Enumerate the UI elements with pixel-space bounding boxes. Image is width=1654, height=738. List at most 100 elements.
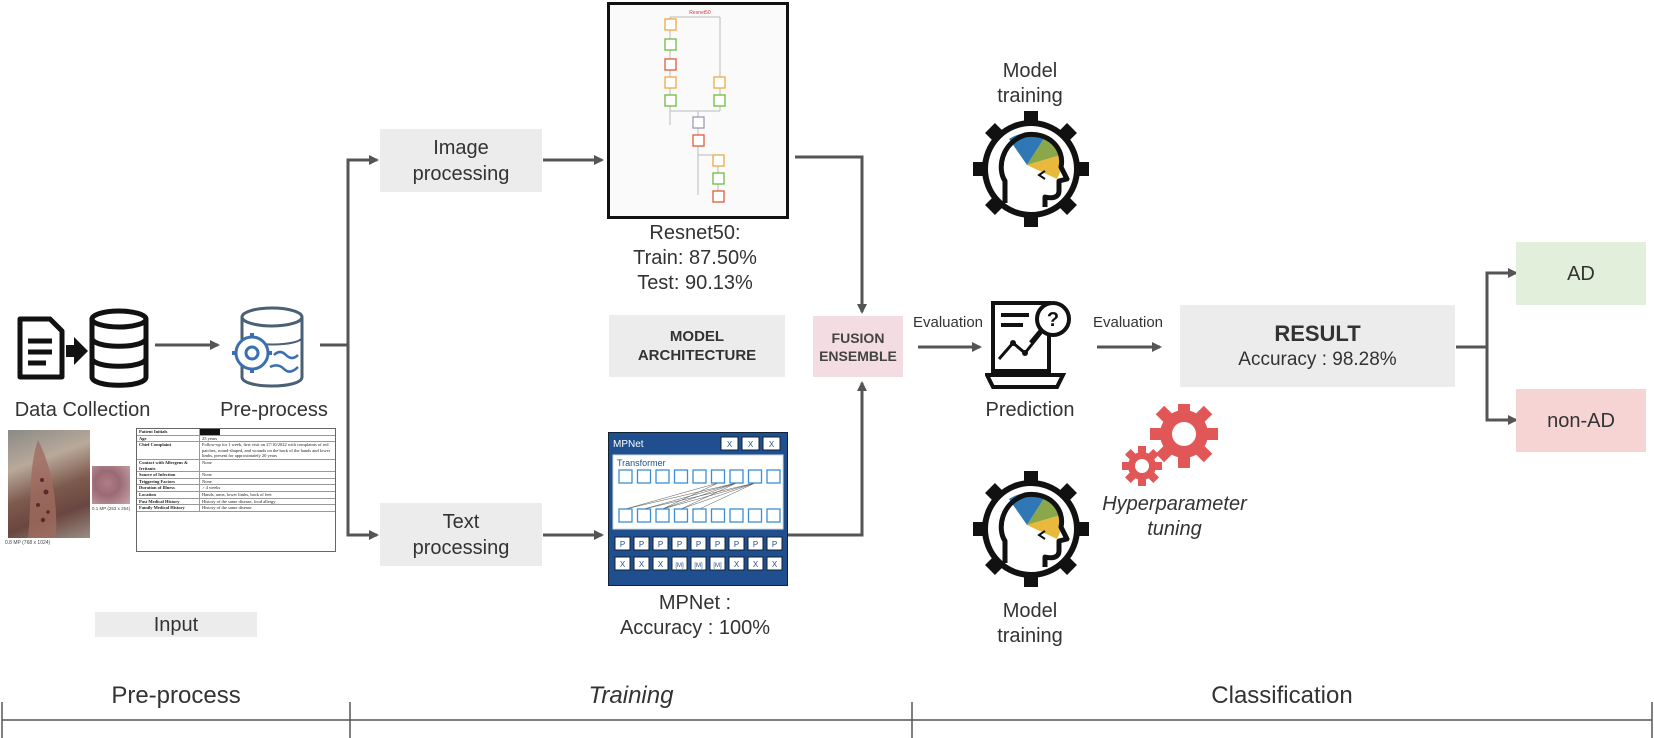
mpnet-transformer-top-node	[747, 469, 763, 484]
arrow-to-ad	[1485, 268, 1518, 347]
mpnet-p-token-box	[728, 536, 745, 551]
result-box: RESULT Accuracy : 98.28%	[1180, 305, 1455, 387]
resnet-diagram-title: Resnet50	[689, 10, 711, 16]
clinical-value: 25 years	[202, 435, 218, 441]
mpnet-attention-line	[625, 482, 719, 510]
skin-photo-inset	[92, 466, 130, 504]
mpnet-x-token-box	[690, 556, 707, 571]
mpnet-transformer-top-node	[692, 469, 707, 484]
mpnet-p-token: P	[677, 540, 682, 549]
mpnet-transformer-top-node	[766, 469, 781, 484]
clinical-field: Source of Infection	[137, 472, 200, 478]
clinical-table-row: Duration of Illness> 4 weeks	[137, 485, 335, 492]
class-ad-box: AD	[1516, 242, 1646, 305]
mpnet-transformer-bottom-node	[673, 508, 689, 523]
phase-classification-label: Classification	[1211, 682, 1353, 709]
mpnet-p-token: P	[753, 540, 758, 549]
mpnet-p-token: P	[639, 540, 644, 549]
mpnet-header-token-box	[720, 436, 739, 451]
mpnet-p-token-box	[709, 536, 726, 551]
mpnet-transformer-bottom-node	[710, 508, 726, 523]
mpnet-p-token-box	[747, 536, 764, 551]
mpnet-transformer-bottom-node	[692, 508, 707, 523]
arrow-to-text-processing	[346, 345, 379, 540]
skin-photo-main	[8, 430, 90, 538]
arrow-resnet-to-fusion	[795, 155, 867, 314]
clinical-value: None	[202, 459, 212, 465]
mpnet-transformer-top-node	[673, 469, 689, 484]
mpnet-p-token-box	[633, 536, 650, 551]
mpnet-x-token: X	[772, 560, 778, 569]
mpnet-transformer-bottom-node	[636, 508, 652, 523]
mpnet-transformer-top-node	[618, 469, 633, 484]
phase-preprocess-label: Pre-process	[111, 682, 241, 709]
preprocess-label: Pre-process	[220, 399, 328, 421]
mpnet-attention-line	[699, 482, 756, 510]
mpnet-p-token-box	[614, 536, 631, 551]
photo-inset-caption: 0.1 MP (253 x 254)	[92, 506, 131, 511]
mpnet-attention-line	[643, 482, 756, 510]
clinical-field: Duration of Illness	[137, 485, 200, 491]
preprocess-database-icon	[232, 306, 304, 388]
database-icon	[89, 308, 149, 388]
mpnet-p-token-box	[652, 536, 669, 551]
input-label: Input	[95, 612, 257, 637]
mpnet-header-token: X	[769, 440, 775, 449]
mpnet-transformer-bottom-node	[655, 508, 670, 523]
mpnet-attention-line	[680, 482, 737, 510]
mpnet-x-token-box	[728, 556, 745, 571]
mpnet-transformer-bottom-node	[729, 508, 744, 523]
mpnet-x-token: X	[639, 560, 645, 569]
mpnet-attention-line	[662, 482, 719, 510]
mpnet-transformer-top-node	[636, 469, 652, 484]
clinical-field: Family Medical History	[137, 505, 200, 511]
prediction-report-icon: ?	[985, 301, 1071, 389]
mpnet-p-token-box	[766, 536, 783, 551]
class-non-ad-box: non-AD	[1516, 389, 1646, 452]
mpnet-header-token: X	[748, 440, 754, 449]
mpnet-attention-line	[680, 482, 756, 510]
clinical-field: Location	[137, 491, 200, 498]
mpnet-transformer-bottom-node	[747, 508, 763, 523]
model-architecture-box: MODEL ARCHITECTURE	[609, 315, 785, 377]
mpnet-x-token-box	[671, 556, 688, 571]
clinical-field: Past Medical History	[137, 498, 200, 505]
mpnet-transformer-bottom-node	[766, 508, 781, 523]
clinical-value: None	[202, 472, 212, 478]
result-accuracy: Accuracy : 98.28%	[1238, 349, 1397, 370]
mpnet-p-token: P	[772, 540, 777, 549]
resnet-train-accuracy: Train: 87.50%	[633, 247, 757, 269]
mpnet-transformer-top-node	[655, 469, 670, 484]
phase-training-label: Training	[588, 682, 674, 709]
mpnet-transformer-top-node	[729, 469, 744, 484]
mpnet-header-token-box	[762, 436, 781, 451]
document-icon	[17, 316, 88, 380]
mpnet-transformer-top-node	[710, 469, 726, 484]
clinical-value: Follow-up for 1 week, first visit on 27/…	[202, 442, 331, 459]
clinical-value: History of the same disease, food allerg…	[202, 498, 276, 504]
hyperparameter-tuning-label: Hyperparameter tuning	[1102, 493, 1247, 540]
mpnet-x-token: X	[620, 560, 626, 569]
mpnet-p-token: P	[658, 540, 663, 549]
clinical-value: None	[202, 478, 212, 484]
clinical-value	[200, 429, 220, 435]
mpnet-p-token: P	[715, 540, 720, 549]
fusion-ensemble-box: FUSION ENSEMBLE	[813, 316, 903, 377]
resnet-test-accuracy: Test: 90.13%	[637, 272, 753, 294]
evaluation-label-1: Evaluation	[912, 314, 984, 331]
mpnet-attention-line	[625, 482, 737, 510]
mpnet-header-token-box	[741, 436, 760, 451]
resnet-name: Resnet50:	[649, 222, 741, 244]
clinical-field: Chief Complaint	[137, 442, 200, 459]
mpnet-diagram-title: MPNet	[613, 439, 644, 450]
brain-gear-icon-bottom	[973, 471, 1089, 587]
clinical-table-row: Patient Initials	[137, 429, 335, 436]
mpnet-x-token-box	[614, 556, 631, 571]
image-processing-box: Image processing	[380, 129, 542, 192]
mpnet-x-token-box	[652, 556, 669, 571]
clinical-value: History of the same disease	[202, 505, 252, 511]
